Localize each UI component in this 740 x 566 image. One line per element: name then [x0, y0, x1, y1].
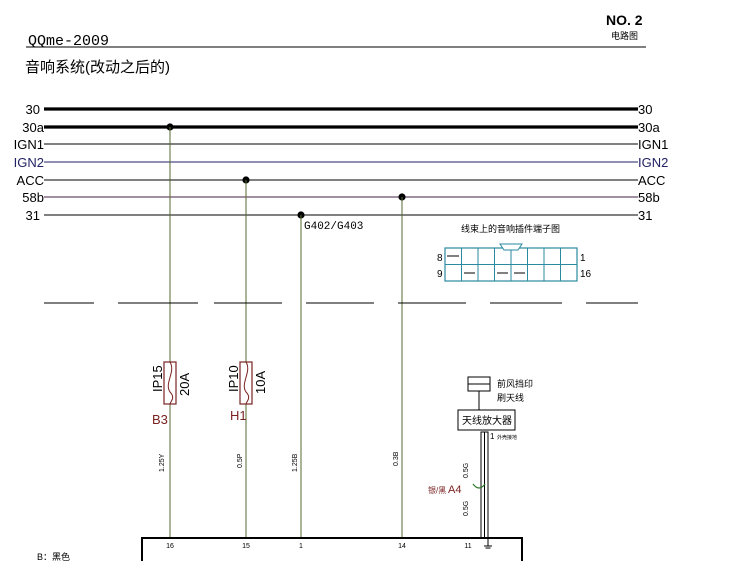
bus-label-left-ign1: IGN1 — [14, 137, 44, 152]
pin-label-16: 16 — [166, 543, 174, 550]
pin-label-14: 14 — [398, 543, 406, 550]
antenna-pin-number: 1 — [490, 432, 495, 441]
model-label: QQme-2009 — [28, 33, 109, 50]
wire-label-pin16: 1.25Y — [159, 453, 166, 472]
pin-label-15: 15 — [242, 543, 250, 550]
antenna-label-line2: 刷天线 — [497, 392, 524, 403]
antenna-amp-box — [457, 409, 516, 431]
pin-label-1: 1 — [299, 543, 303, 550]
antenna-shield-note: 外壳接地 — [497, 434, 517, 441]
sheet-number: NO. 2 — [606, 12, 643, 28]
antenna-amp-label: 天线放大器 — [462, 414, 512, 427]
bus-label-right-30a: 30a — [638, 120, 660, 135]
wire-label-antenna-lower: 0.5G — [463, 501, 470, 516]
antenna-label-line1: 前风挡印 — [497, 378, 533, 389]
wire-label-pin15: 0.5P — [237, 453, 244, 468]
fuse-ip15-code: B3 — [152, 412, 168, 427]
bus-label-right-acc: ACC — [638, 173, 665, 188]
pin-label-11: 11 — [464, 543, 471, 550]
antenna-amplifier: 前风挡印 刷天线 天线放大器 1 外壳接地 银/黑 A4 — [428, 376, 533, 549]
fuse-ip10-name: IP10 — [226, 365, 241, 392]
fuse-ip15-rating: 20A — [177, 373, 192, 396]
connector-pin-16: 16 — [580, 269, 592, 280]
bus-label-left-58b: 58b — [22, 190, 44, 205]
fuse-ip10: IP10 10A H1 — [226, 361, 268, 423]
bus-label-left-31: 31 — [26, 208, 40, 223]
legend-item: B：黑色 — [37, 551, 70, 561]
fuse-ip10-rating: 10A — [253, 371, 268, 394]
bus-label-right-58b: 58b — [638, 190, 660, 205]
bus-rails: 30 30a IGN1 IGN2 ACC 58b 31 30 30a IGN1 … — [14, 102, 669, 223]
page-title: 音响系统(改动之后的) — [25, 59, 170, 76]
connector-caption: 线束上的音响插件端子图 — [461, 223, 560, 234]
antenna-conn-code: A4 — [448, 484, 461, 496]
connector-pin-1: 1 — [580, 253, 586, 264]
antenna-conn-prefix: 银/黑 — [428, 485, 446, 495]
connector-face-view: 线束上的音响插件端子图 8 9 1 16 — [437, 223, 592, 282]
bus-label-right-31: 31 — [638, 208, 652, 223]
wire-label-pin14: 0.3B — [393, 451, 400, 466]
bus-label-right-ign1: IGN1 — [638, 137, 668, 152]
fuse-ip15-name: IP15 — [150, 365, 165, 392]
bus-label-right-ign2: IGN2 — [638, 155, 668, 170]
bus-label-left-ign2: IGN2 — [14, 155, 44, 170]
sheet-label: 电路图 — [611, 30, 638, 41]
ground-label: G402/G403 — [304, 221, 363, 233]
connector-key — [499, 243, 523, 251]
radio-unit-box — [141, 537, 523, 566]
wire-label-antenna-upper: 0.5G — [463, 463, 470, 478]
connector-pin-8: 8 — [437, 253, 443, 264]
fuse-ip15: IP15 20A B3 — [150, 361, 192, 427]
connector-pin-9: 9 — [437, 269, 443, 280]
wire-label-pin1: 1.25B — [292, 453, 299, 472]
bus-label-right-30: 30 — [638, 102, 652, 117]
bus-label-left-30a: 30a — [22, 120, 44, 135]
bus-label-left-acc: ACC — [17, 173, 44, 188]
bus-label-left-30: 30 — [26, 102, 40, 117]
fuse-ip10-code: H1 — [230, 408, 247, 423]
